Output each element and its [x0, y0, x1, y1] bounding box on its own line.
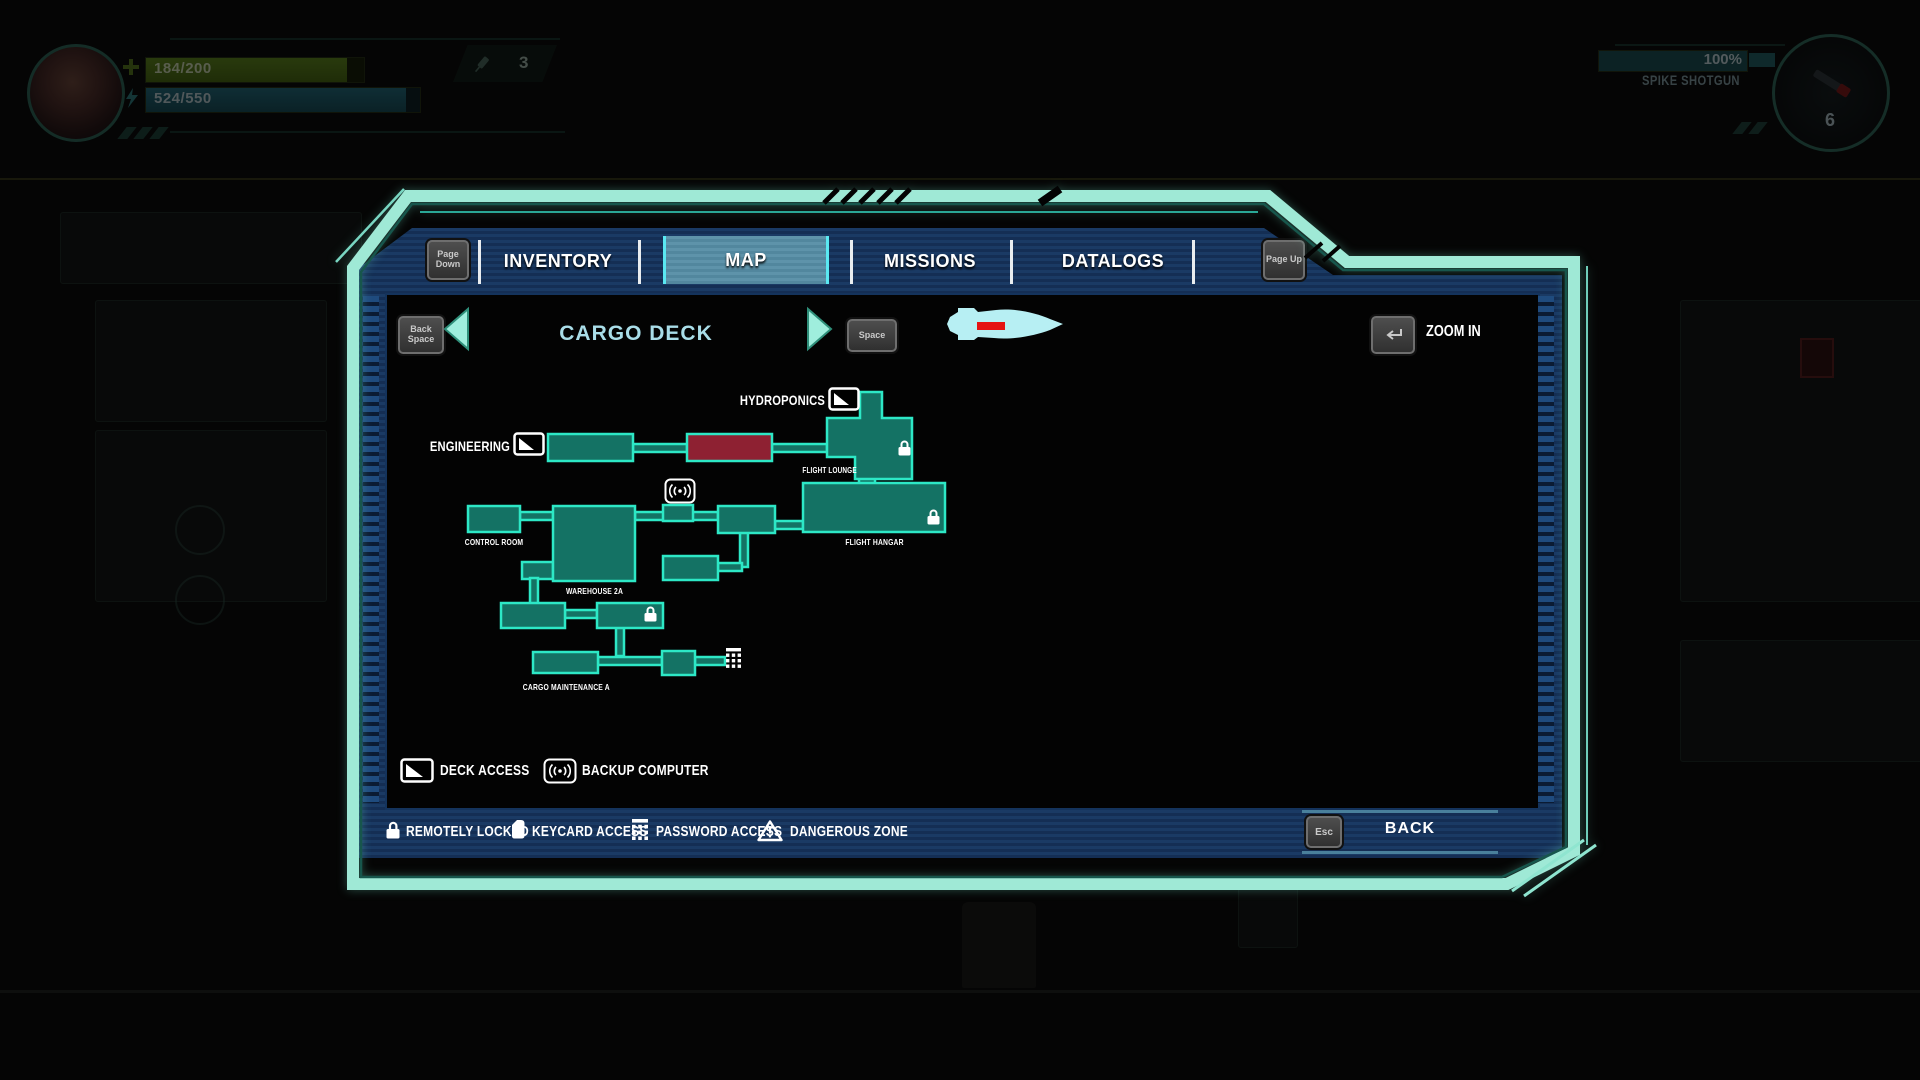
health-icon — [122, 58, 140, 76]
ship-locator — [944, 303, 1070, 345]
label-cargo-maintenance: CARGO MAINTENANCE A — [522, 682, 610, 692]
room-engineering — [546, 432, 635, 463]
lock-icon — [643, 605, 658, 623]
energy-icon — [124, 88, 140, 108]
label-hydroponics: HYDROPONICS — [739, 392, 825, 408]
space-key[interactable]: Space — [847, 319, 897, 352]
page-down-key[interactable]: Page Down — [427, 240, 469, 280]
current-deck-marker — [977, 322, 1005, 330]
lock-icon — [385, 820, 401, 840]
tab-datalogs[interactable]: DATALOGS — [1061, 251, 1165, 271]
deck-title: CARGO DECK — [559, 322, 713, 345]
right-ladder-decor — [1538, 296, 1554, 803]
next-deck-arrow[interactable] — [805, 306, 835, 352]
label-flight-hangar: FLIGHT HANGAR — [845, 537, 904, 547]
legend-password-access: PASSWORD ACCESS — [656, 823, 783, 840]
room-warehouse — [551, 504, 637, 583]
deck-access-icon — [828, 387, 860, 411]
label-flight-lounge: FLIGHT LOUNGE — [802, 466, 857, 475]
room-flight-lounge — [825, 390, 914, 481]
zoom-in-label[interactable]: ZOOM IN — [1426, 323, 1481, 340]
backup-computer-icon — [543, 758, 577, 784]
enter-key[interactable] — [1371, 316, 1415, 354]
keycard-icon — [511, 819, 526, 840]
room-control — [466, 504, 522, 534]
room — [660, 649, 697, 677]
esc-key[interactable]: Esc — [1306, 816, 1342, 848]
tab-map[interactable]: MAP — [663, 236, 829, 284]
map-content: Back Space CARGO DECK Space ZOOM IN — [392, 300, 1542, 808]
backup-computer-icon — [664, 478, 696, 504]
warning-triangle-icon — [756, 819, 784, 843]
room — [716, 504, 777, 535]
label-engineering: ENGINEERING — [429, 438, 510, 454]
back-space-key[interactable]: Back Space — [398, 316, 444, 354]
legend-dangerous-zone: DANGEROUS ZONE — [790, 823, 909, 840]
player-avatar — [27, 44, 125, 142]
deck-access-icon — [400, 758, 434, 783]
deck-access-icon — [513, 432, 545, 456]
corridor-stub — [661, 503, 695, 523]
ammo-count: 6 — [1824, 110, 1835, 130]
medkit-count: 3 — [519, 53, 529, 72]
weapon-name: SPIKE SHOTGUN — [1642, 72, 1740, 88]
tab-inventory[interactable]: INVENTORY — [503, 251, 613, 271]
health-value: 184/200 — [154, 60, 212, 77]
deck-map-svg — [466, 390, 947, 677]
legend-backup-computer: BACKUP COMPUTER — [582, 762, 709, 779]
room-flight-hangar — [801, 481, 947, 534]
weapon-slot — [1772, 34, 1890, 152]
weapon-condition-bar — [1598, 50, 1748, 72]
energy-value: 524/550 — [154, 90, 212, 107]
prev-deck-arrow[interactable] — [441, 306, 471, 352]
tab-missions[interactable]: MISSIONS — [883, 251, 976, 271]
health-bar: 184/200 — [145, 57, 365, 83]
label-control-room: CONTROL ROOM — [464, 537, 524, 547]
spike-shotgun-icon — [1800, 62, 1860, 102]
password-keypad-icon — [632, 819, 649, 840]
password-keypad-icon — [726, 648, 742, 668]
legend-keycard-access: KEYCARD ACCESS — [532, 823, 648, 840]
robot-silhouette — [962, 902, 1036, 988]
weapon-condition: 100% — [1703, 51, 1742, 68]
room-dangerous — [685, 432, 774, 463]
room — [499, 601, 567, 630]
room — [661, 554, 720, 582]
label-warehouse: WAREHOUSE 2A — [565, 586, 624, 596]
legend-remotely-locked: REMOTELY LOCKED — [406, 823, 529, 840]
energy-bar: 524/550 — [145, 87, 421, 113]
lock-icon — [926, 508, 941, 526]
lock-icon — [897, 439, 912, 457]
medkit-counter: 3 — [453, 45, 557, 82]
page-up-key[interactable]: Page Up — [1263, 240, 1305, 280]
injector-icon — [471, 53, 493, 75]
legend-deck-access: DECK ACCESS — [440, 762, 530, 779]
left-ladder-decor — [363, 296, 379, 803]
room-cargo-maintenance — [531, 650, 600, 675]
back-button[interactable]: BACK — [1384, 820, 1436, 837]
